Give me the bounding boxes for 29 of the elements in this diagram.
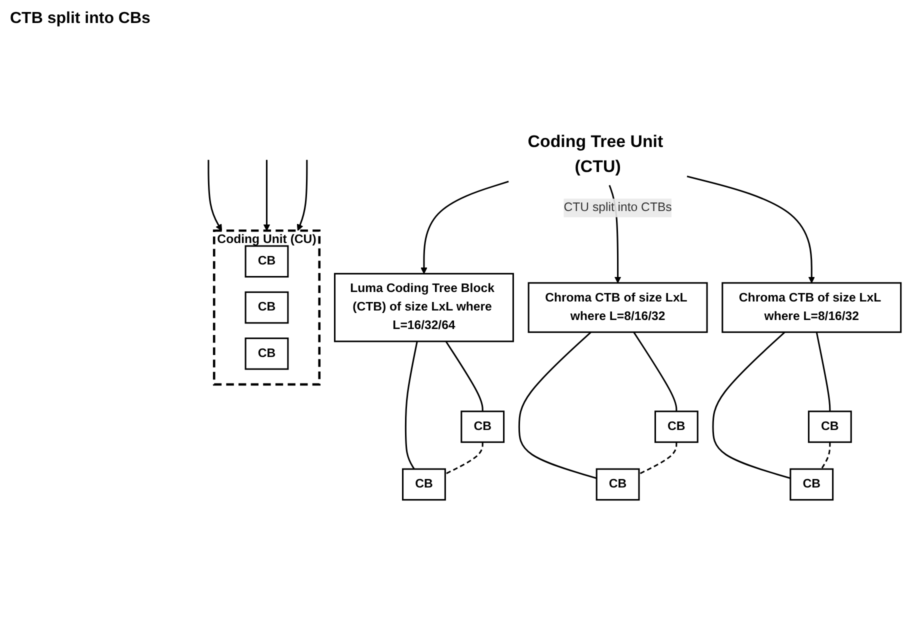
node-box: CB — [244, 291, 289, 324]
node-text: Coding Tree Unit (CTU) — [528, 131, 664, 176]
arrow — [420, 180, 509, 274]
connector — [816, 332, 831, 412]
node-box: Chroma CTB of size LxL where L=8/16/32 — [528, 282, 708, 333]
connector — [444, 442, 484, 475]
node-box: CB — [654, 410, 698, 443]
arrow — [263, 160, 270, 231]
node-box: Chroma CTB of size LxL where L=8/16/32 — [722, 282, 902, 333]
edge-label: CTU split into CTBs — [564, 201, 672, 214]
arrow — [686, 176, 815, 284]
node-box: Luma Coding Tree Block (CTB) of size LxL where L=16/32/64 — [334, 272, 514, 342]
connector — [638, 442, 678, 475]
node-box: CB — [244, 245, 289, 278]
connector — [518, 332, 597, 479]
node-box: CB — [596, 468, 640, 501]
connector — [820, 442, 831, 470]
connector — [445, 340, 484, 412]
connector — [712, 332, 791, 479]
node-box: CB — [402, 468, 446, 501]
node-box: CB — [460, 410, 505, 443]
connector — [404, 341, 418, 470]
arrow — [208, 160, 222, 231]
connector — [633, 332, 678, 412]
side-note: CTB split into CBs — [10, 10, 150, 28]
arrow — [296, 160, 308, 231]
node-box: CB — [808, 410, 852, 443]
node-box: CB — [790, 468, 834, 501]
node-box: CB — [244, 338, 289, 370]
